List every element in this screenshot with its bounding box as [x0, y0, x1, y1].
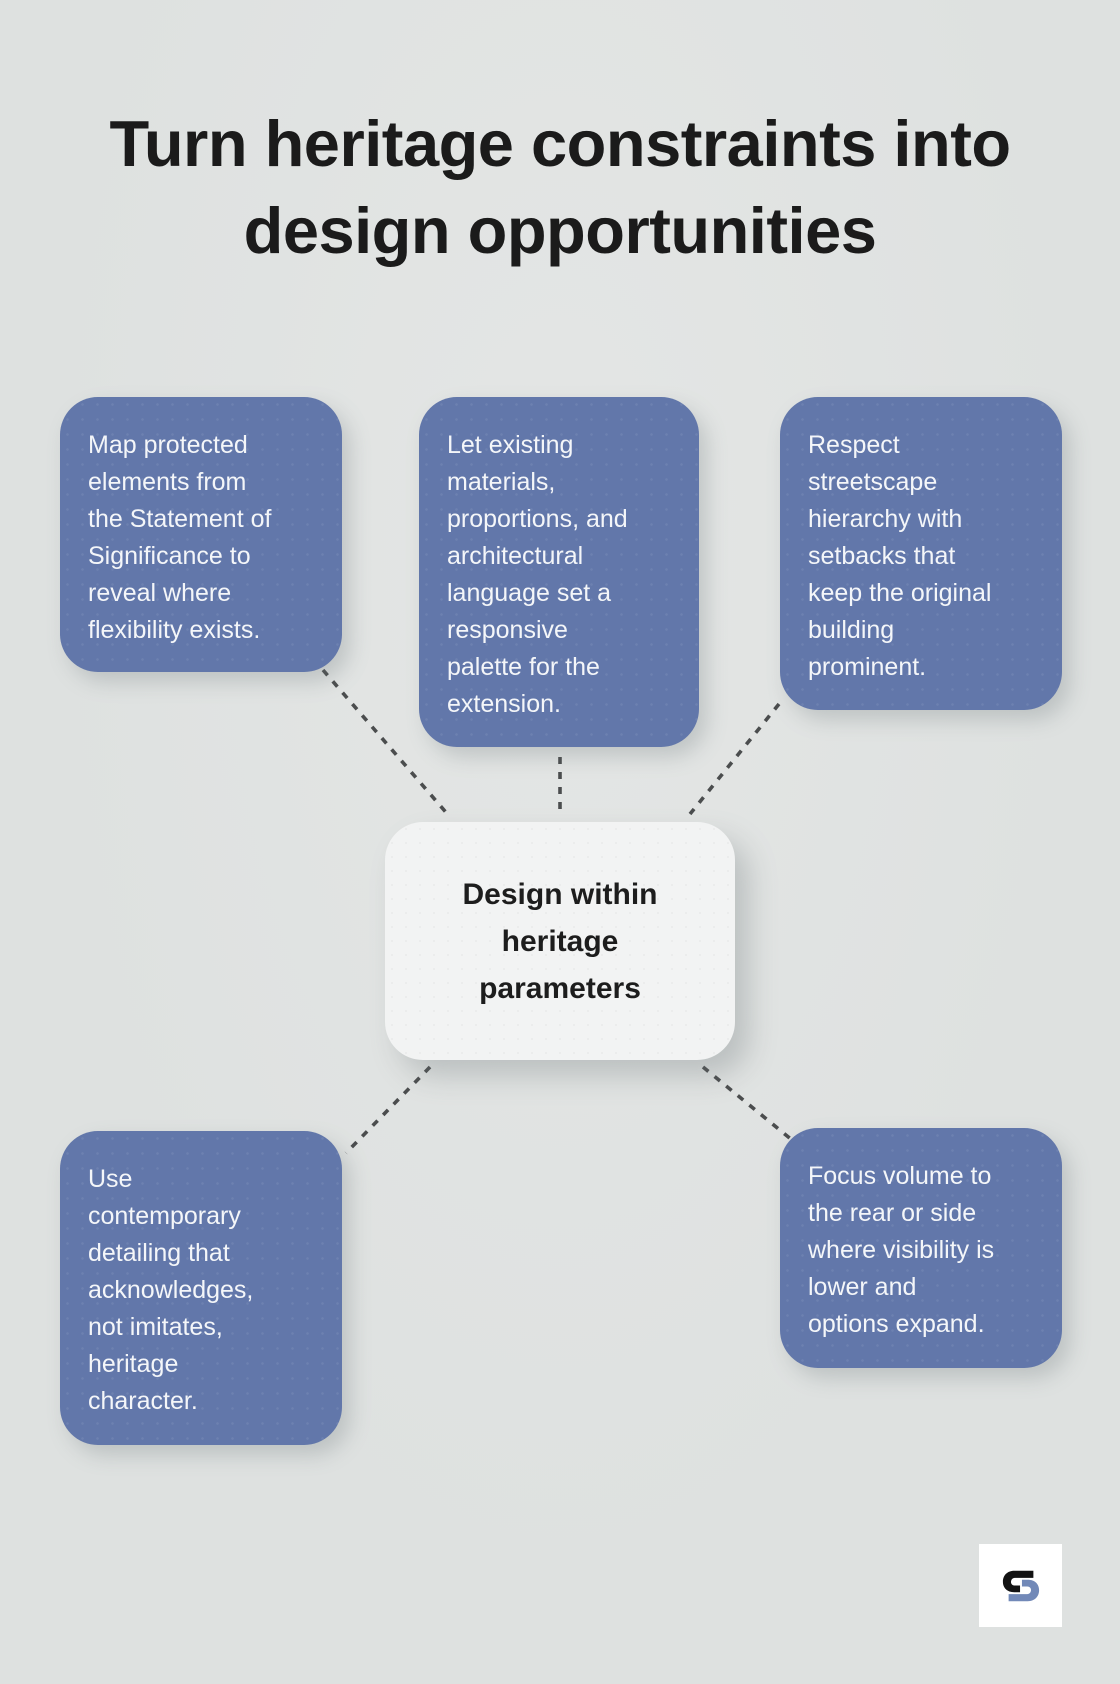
center-node: Design within heritage parameters: [385, 822, 735, 1060]
connector-line-top-left: [321, 668, 452, 819]
node-focus-volume: Focus volume to the rear or side where v…: [780, 1128, 1062, 1368]
node-map-protected-elements: Map protected elements from the Statemen…: [60, 397, 342, 672]
connector-line-top-right: [688, 702, 781, 816]
node-streetscape-hierarchy: Respect streetscape hierarchy with setba…: [780, 397, 1062, 710]
node-text: Map protected elements from the Statemen…: [88, 431, 272, 644]
node-text: Use contemporary detailing that acknowle…: [88, 1165, 254, 1415]
connector-line-bottom-left: [344, 1065, 432, 1155]
connector-line-bottom-right: [701, 1065, 794, 1142]
page-title: Turn heritage constraints into design op…: [109, 107, 1011, 267]
node-contemporary-detailing: Use contemporary detailing that acknowle…: [60, 1131, 342, 1445]
node-text: Let existing materials, proportions, and…: [447, 431, 628, 718]
s-monogram-logo-icon: [1002, 1570, 1039, 1601]
logo-badge: [979, 1544, 1062, 1627]
node-text: Focus volume to the rear or side where v…: [808, 1162, 995, 1338]
node-existing-materials: Let existing materials, proportions, and…: [419, 397, 699, 747]
node-text: Respect streetscape hierarchy with setba…: [808, 431, 992, 681]
center-node-label: Design within heritage parameters: [462, 877, 658, 1005]
